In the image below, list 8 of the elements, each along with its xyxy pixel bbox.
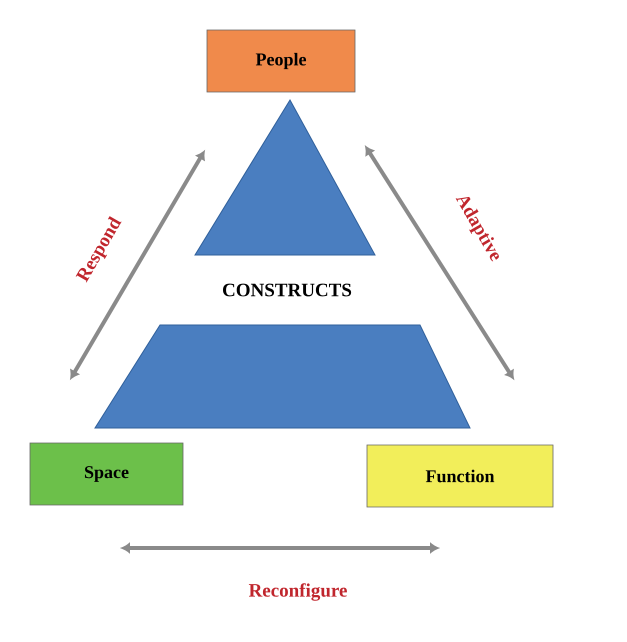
label-box: People xyxy=(206,30,356,92)
double-arrow xyxy=(122,543,438,553)
double-arrow xyxy=(365,146,514,379)
label-box: Space xyxy=(30,442,184,506)
label-box: Function xyxy=(366,444,554,508)
edge-label: Reconfigure xyxy=(248,583,347,601)
pyramid-label: CONSTRUCTS xyxy=(223,284,352,296)
double-arrow xyxy=(70,151,205,379)
